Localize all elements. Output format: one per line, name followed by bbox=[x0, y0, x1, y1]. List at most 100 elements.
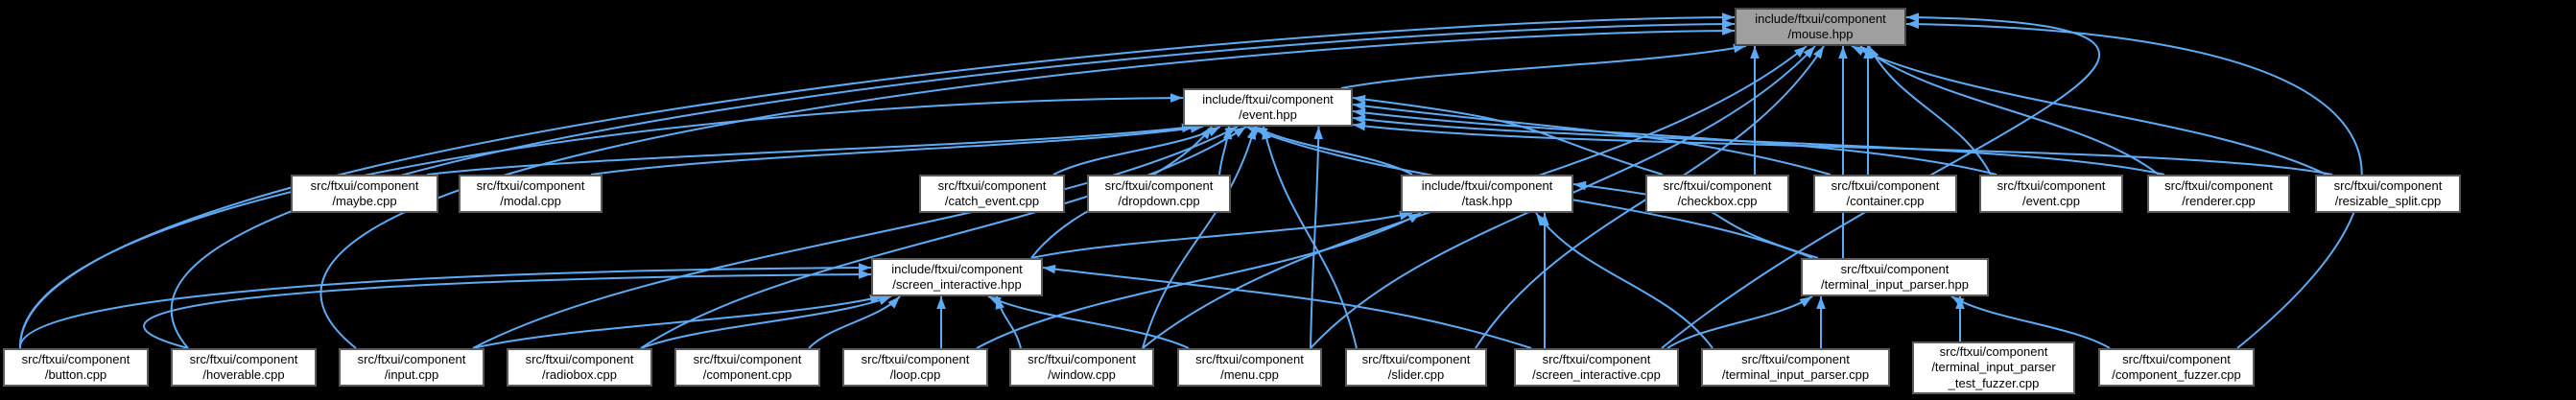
edge-component-fuzzer-cpp-to-terminal-input-parser-hpp bbox=[1950, 295, 2111, 349]
node-label-line: /component_fuzzer.cpp bbox=[2112, 367, 2241, 382]
node-label-line: src/ftxui/component bbox=[476, 177, 585, 193]
node-label-line: include/ftxui/component bbox=[1202, 91, 1334, 106]
arrowhead-terminal-input-parser-hpp-to-task-hpp bbox=[1573, 180, 1587, 191]
node-task-hpp[interactable]: include/ftxui/component/task.hpp bbox=[1401, 175, 1573, 213]
node-maybe-cpp[interactable]: src/ftxui/component/maybe.cpp bbox=[291, 175, 438, 213]
node-label-line: /modal.cpp bbox=[500, 194, 561, 208]
arrowhead-component-fuzzer-cpp-to-terminal-input-parser-hpp bbox=[1951, 296, 1965, 307]
node-terminal-input-parser-hpp[interactable]: src/ftxui/component/terminal_input_parse… bbox=[1801, 258, 1989, 296]
node-label-line: /window.cpp bbox=[1048, 367, 1116, 382]
arrowhead-checkbox-cpp-to-mouse-hpp bbox=[1750, 46, 1760, 59]
arrowhead-button-cpp-to-event-hpp bbox=[1170, 93, 1183, 103]
node-label-line: src/ftxui/component bbox=[2122, 351, 2231, 366]
edge-menu-cpp-to-screen-interactive-hpp bbox=[987, 295, 1190, 349]
node-label-line: /component.cpp bbox=[702, 367, 792, 382]
edge-component-fuzzer-cpp-to-mouse-hpp bbox=[1905, 23, 2363, 349]
node-resizable-split-cpp[interactable]: src/ftxui/component/resizable_split.cpp bbox=[2315, 175, 2461, 213]
edge-renderer-cpp-to-mouse-hpp bbox=[1859, 45, 2160, 176]
edge-screen-interactive-cpp-to-terminal-input-parser-hpp bbox=[1666, 295, 1813, 349]
node-terminal-input-parser-cpp[interactable]: src/ftxui/component/terminal_input_parse… bbox=[1701, 348, 1890, 387]
edge-radiobox-cpp-to-screen-interactive-hpp bbox=[640, 295, 892, 349]
node-component-cpp[interactable]: src/ftxui/component/component.cpp bbox=[674, 348, 820, 387]
node-label-line: src/ftxui/component bbox=[1939, 343, 2048, 359]
node-menu-cpp[interactable]: src/ftxui/component/menu.cpp bbox=[1177, 348, 1322, 387]
arrowhead-button-cpp-to-mouse-hpp bbox=[1721, 12, 1735, 22]
node-hoverable-cpp[interactable]: src/ftxui/component/hoverable.cpp bbox=[171, 348, 317, 387]
arrowhead-window-cpp-to-mouse-hpp bbox=[1793, 46, 1807, 58]
node-label-line: src/ftxui/component bbox=[1741, 351, 1850, 366]
node-label-line: src/ftxui/component bbox=[525, 351, 634, 366]
edge-maybe-cpp-to-event-hpp bbox=[426, 126, 1195, 176]
node-label-line: src/ftxui/component bbox=[1028, 351, 1136, 366]
node-label-line: /dropdown.cpp bbox=[1118, 194, 1200, 208]
arrowhead-component-fuzzer-cpp-to-mouse-hpp bbox=[1906, 19, 1920, 29]
edge-modal-cpp-to-event-hpp bbox=[590, 126, 1204, 176]
node-event-hpp[interactable]: include/ftxui/component/event.hpp bbox=[1183, 88, 1353, 127]
edge-screen-interactive-cpp-to-mouse-hpp bbox=[1661, 16, 2101, 349]
node-label-line: src/ftxui/component bbox=[2333, 177, 2443, 193]
node-container-cpp[interactable]: src/ftxui/component/container.cpp bbox=[1813, 175, 1957, 213]
node-label-line: include/ftxui/component bbox=[891, 261, 1023, 276]
arrowhead-input-cpp-to-event-hpp bbox=[1224, 127, 1238, 137]
arrowhead-screen-interactive-hpp-to-task-hpp bbox=[1399, 211, 1412, 221]
node-label-line: /terminal_input_parser.cpp bbox=[1721, 367, 1870, 382]
node-label-line: src/ftxui/component bbox=[1361, 351, 1471, 366]
node-dropdown-cpp[interactable]: src/ftxui/component/dropdown.cpp bbox=[1087, 175, 1231, 213]
node-button-cpp[interactable]: src/ftxui/component/button.cpp bbox=[3, 348, 149, 387]
node-label-line: src/ftxui/component bbox=[1542, 351, 1651, 366]
node-loop-cpp[interactable]: src/ftxui/component/loop.cpp bbox=[842, 348, 988, 387]
edge-renderer-cpp-to-event-hpp bbox=[1352, 117, 2165, 176]
edge-menu-cpp-to-event-hpp bbox=[1310, 126, 1320, 349]
node-window-cpp[interactable]: src/ftxui/component/window.cpp bbox=[1009, 348, 1154, 387]
edge-event-hpp-to-mouse-hpp bbox=[1340, 45, 1747, 89]
node-slider-cpp[interactable]: src/ftxui/component/slider.cpp bbox=[1345, 348, 1487, 387]
node-label-line: src/ftxui/component bbox=[1831, 177, 1940, 193]
node-input-cpp[interactable]: src/ftxui/component/input.cpp bbox=[339, 348, 484, 387]
edge-terminal-input-parser-hpp-to-task-hpp bbox=[1572, 183, 1819, 259]
node-label-line: src/ftxui/component bbox=[861, 351, 970, 366]
node-label-line: /terminal_input_parser bbox=[1931, 360, 2056, 375]
node-label-line: /resizable_split.cpp bbox=[2334, 194, 2442, 208]
node-label-line: src/ftxui/component bbox=[310, 177, 419, 193]
arrowhead-radiobox-cpp-to-event-hpp bbox=[1233, 127, 1246, 138]
node-label-line: src/ftxui/component bbox=[21, 351, 130, 366]
node-checkbox-cpp[interactable]: src/ftxui/component/checkbox.cpp bbox=[1645, 175, 1789, 213]
arrowhead-checkbox-cpp-to-event-hpp bbox=[1353, 94, 1366, 105]
edge-input-cpp-to-event-hpp bbox=[472, 126, 1239, 349]
node-screen-interactive-hpp[interactable]: include/ftxui/component/screen_interacti… bbox=[871, 258, 1043, 296]
node-label-line: _test_fuzzer.cpp bbox=[1948, 375, 2040, 390]
node-renderer-cpp[interactable]: src/ftxui/component/renderer.cpp bbox=[2147, 175, 2290, 213]
node-screen-interactive-cpp[interactable]: src/ftxui/component/screen_interactive.c… bbox=[1514, 348, 1679, 387]
node-radiobox-cpp[interactable]: src/ftxui/component/radiobox.cpp bbox=[507, 348, 652, 387]
edge-event-cpp-to-mouse-hpp bbox=[1868, 45, 1992, 176]
node-label-line: /menu.cpp bbox=[1220, 367, 1279, 382]
edge-input-cpp-to-screen-interactive-hpp bbox=[472, 295, 884, 349]
node-label-line: src/ftxui/component bbox=[937, 177, 1047, 193]
arrowhead-screen-interactive-cpp-to-mouse-hpp bbox=[1906, 12, 1920, 22]
node-catch-event-cpp[interactable]: src/ftxui/component/catch_event.cpp bbox=[919, 175, 1065, 213]
edge-component-cpp-to-screen-interactive-hpp bbox=[808, 295, 901, 349]
arrowhead-menu-cpp-to-screen-interactive-hpp bbox=[988, 296, 1002, 306]
arrowhead-event-cpp-to-event-hpp bbox=[1353, 107, 1366, 118]
arrowhead-terminal-input-parser-hpp-to-mouse-hpp bbox=[1838, 46, 1848, 59]
node-label-line: src/ftxui/component bbox=[189, 351, 298, 366]
arrowhead-loop-cpp-to-task-hpp bbox=[1407, 213, 1421, 224]
arrowhead-terminal-input-parser-hpp-to-event-hpp bbox=[1246, 127, 1260, 136]
edge-catch-event-cpp-to-event-hpp bbox=[1052, 126, 1221, 176]
node-component-fuzzer-cpp[interactable]: src/ftxui/component/component_fuzzer.cpp bbox=[2098, 348, 2255, 387]
node-label-line: /event.cpp bbox=[2022, 194, 2080, 208]
arrowhead-radiobox-cpp-to-screen-interactive-hpp bbox=[878, 296, 891, 306]
node-terminal-input-parser-test-fuzzer-cpp[interactable]: src/ftxui/component/terminal_input_parse… bbox=[1912, 341, 2075, 394]
node-label-line: /container.cpp bbox=[1846, 194, 1925, 208]
node-label-line: /screen_interactive.hpp bbox=[892, 277, 1022, 292]
node-label-line: src/ftxui/component bbox=[1104, 177, 1214, 193]
node-label-line: /maybe.cpp bbox=[332, 194, 397, 208]
node-event-cpp[interactable]: src/ftxui/component/event.cpp bbox=[1979, 175, 2123, 213]
node-modal-cpp[interactable]: src/ftxui/component/modal.cpp bbox=[459, 175, 603, 213]
edge-resizable-split-cpp-to-event-hpp bbox=[1352, 124, 2333, 176]
node-mouse-hpp[interactable]: include/ftxui/component/mouse.hpp bbox=[1735, 8, 1906, 46]
edge-terminal-input-parser-cpp-to-task-hpp bbox=[1535, 212, 1713, 349]
node-label-line: /checkbox.cpp bbox=[1677, 194, 1758, 208]
edge-button-cpp-to-event-hpp bbox=[18, 97, 1184, 349]
